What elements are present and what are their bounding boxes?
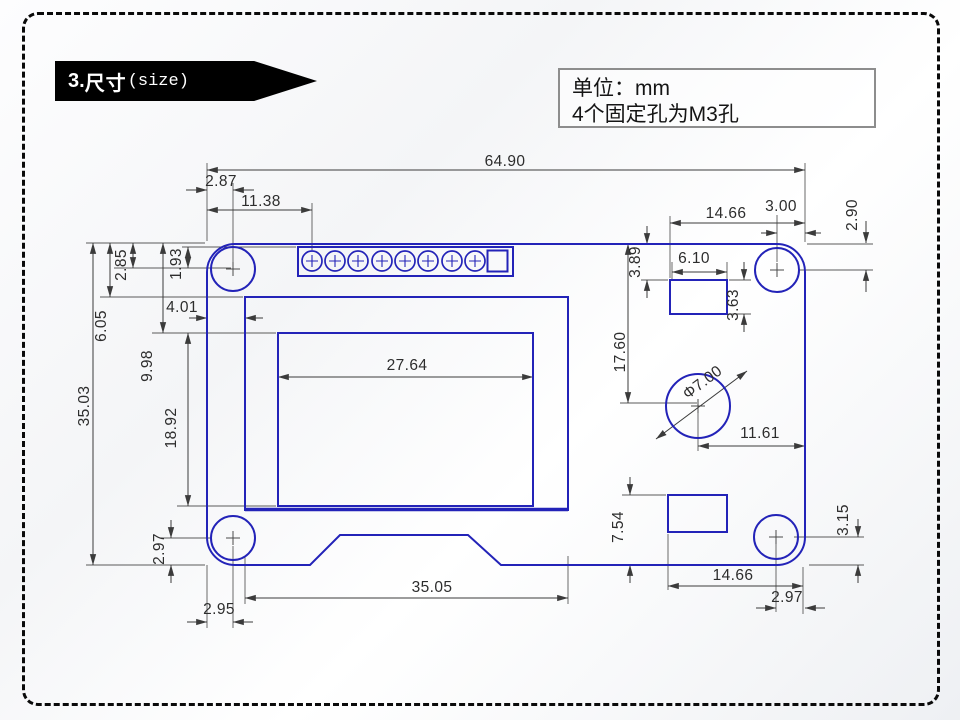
extension-lines (86, 163, 873, 628)
section-number: 3. (68, 69, 85, 92)
display-active-area (277, 332, 534, 507)
dimension-lines (89, 166, 870, 626)
dim-br-edge-dist: 14.66 (712, 567, 754, 584)
dim-hole-br-y: 3.15 (835, 504, 852, 536)
dim-hole-bl-x: 2.95 (203, 601, 235, 618)
dim-display-x: 4.01 (166, 299, 198, 316)
dim-hole-tr-x: 3.00 (765, 198, 797, 215)
component-rect-bottom-right (667, 494, 728, 533)
dim-hole-tr-y: 2.90 (844, 199, 861, 231)
dim-br-rect-y: 7.54 (610, 511, 627, 543)
dim-display-y: 6.05 (93, 310, 110, 342)
hole-center-crosses (226, 262, 784, 545)
display-module-outline (244, 296, 569, 511)
dim-tr-rect-h: 3.63 (725, 289, 742, 321)
dim-hole-bl-y: 2.97 (151, 533, 168, 565)
dim-pin1-x: 11.38 (241, 193, 281, 210)
dim-tr-edge-dist: 14.66 (705, 205, 747, 222)
dim-display-width: 35.05 (411, 579, 453, 596)
section-title-en: (size) (127, 71, 189, 91)
mounting-hole-bottom-right (753, 514, 799, 560)
mounting-hole-bottom-left (210, 515, 256, 561)
dim-tr-rect-y: 3.89 (627, 246, 644, 278)
dim-hole-tl-y: 2.85 (113, 249, 130, 281)
dim-big-hole-x: 11.61 (740, 425, 780, 442)
dim-big-hole-y: 17.60 (612, 331, 629, 373)
center-hole-7mm (665, 373, 731, 439)
dim-board-width: 64.90 (484, 153, 526, 170)
dim-active-height: 18.92 (163, 407, 180, 449)
dim-header-y: 1.93 (168, 248, 185, 280)
unit-note-line2: 4个固定孔为M3孔 (572, 103, 739, 126)
dim-active-y: 9.98 (139, 350, 156, 382)
dim-active-width: 27.64 (386, 357, 428, 374)
mounting-hole-top-left (210, 246, 256, 292)
mounting-hole-top-right (754, 247, 800, 293)
dim-hole-br-x: 2.97 (771, 589, 803, 606)
pin-pads (301, 249, 509, 273)
section-banner: 3.尺寸(size) (55, 61, 317, 101)
pcb-outline-group (206, 243, 806, 566)
dim-hole-tl-x: 2.87 (205, 173, 237, 190)
board-outline (206, 243, 806, 566)
unit-note-line1: 单位：mm (572, 77, 670, 100)
unit-note-box: 单位：mm 4个固定孔为M3孔 (558, 68, 876, 128)
component-rect-top-right (669, 279, 728, 315)
dim-board-height: 35.03 (76, 385, 93, 427)
square-pad (486, 249, 509, 273)
dim-tr-rect-w: 6.10 (678, 250, 710, 267)
diameter-leader-line (655, 370, 748, 440)
section-title-zh: 尺寸 (84, 72, 127, 95)
pin-pad-crosses (306, 255, 481, 267)
pin-header-outline (297, 246, 514, 277)
